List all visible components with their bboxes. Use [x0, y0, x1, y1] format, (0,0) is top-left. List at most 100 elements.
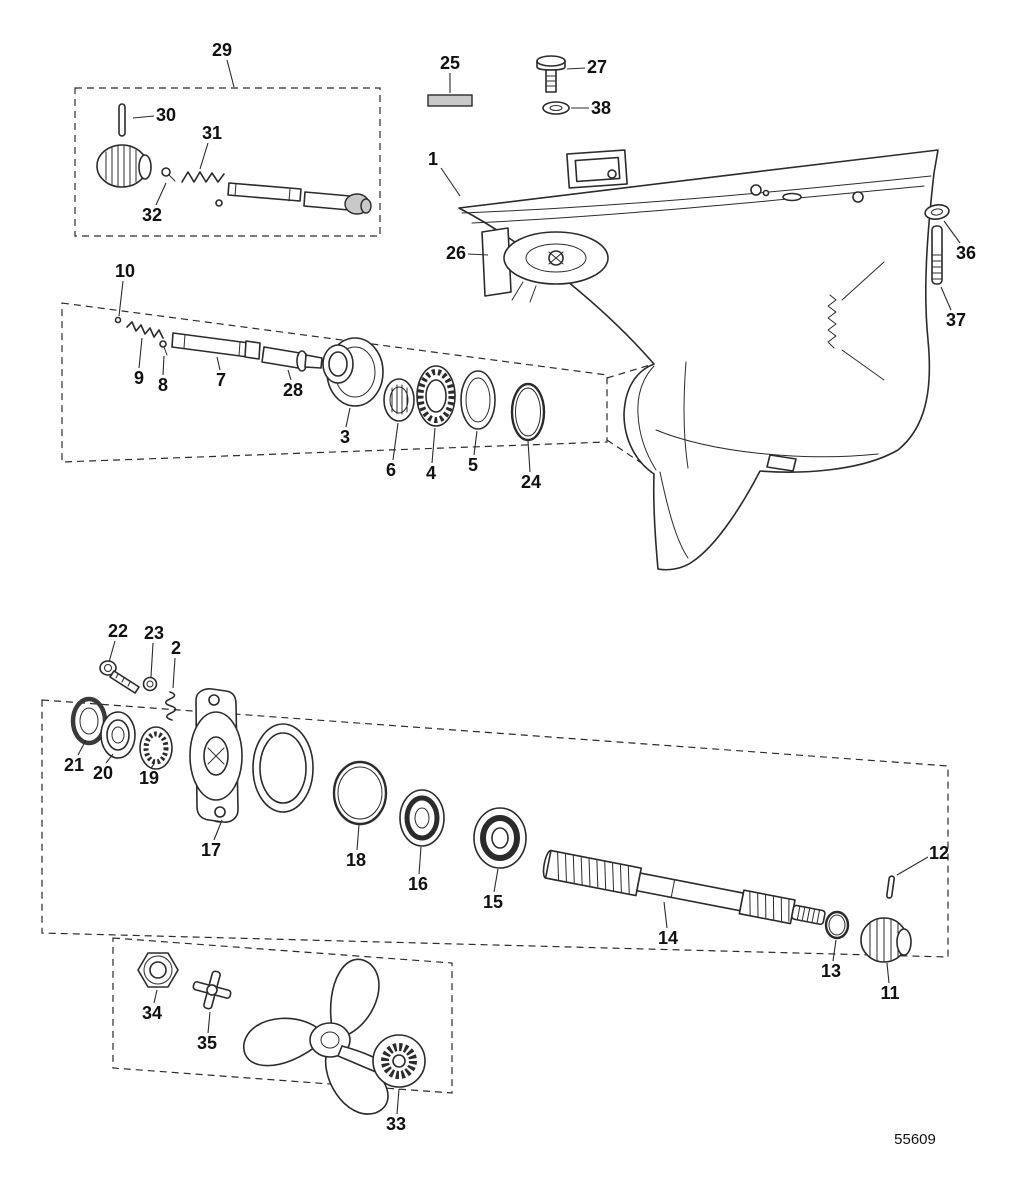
- callout-11: 11: [880, 983, 899, 1003]
- pin-10: [114, 316, 122, 324]
- callout-leader-33: [396, 1088, 400, 1115]
- callout-33: 33: [386, 1114, 406, 1134]
- callout-leader-29: [226, 59, 235, 88]
- screw-32: [161, 167, 171, 177]
- bolt-hole: [762, 189, 770, 197]
- group-box-link-upper: [606, 364, 651, 379]
- callout-37: 37: [946, 310, 966, 330]
- drive-cam-11: [860, 917, 912, 963]
- pin-30: [118, 103, 126, 137]
- oil-seal-21: [70, 696, 108, 746]
- callout-leader-24: [527, 440, 531, 473]
- propeller-shaft-14: [542, 849, 826, 926]
- callout-34: 34: [142, 1003, 162, 1023]
- callout-leader-28: [287, 369, 292, 381]
- pin-12: [886, 875, 895, 899]
- callout-leader-9: [138, 337, 143, 369]
- callout-21: 21: [64, 755, 84, 775]
- o-ring-18: [332, 760, 388, 826]
- bolt-hole: [607, 169, 617, 179]
- callout-12: 12: [929, 843, 949, 863]
- shim-25: [427, 94, 473, 107]
- callout-9: 9: [134, 368, 144, 388]
- callout-30: 30: [156, 105, 176, 125]
- callout-14: 14: [658, 928, 678, 948]
- shift-components-group-box: [74, 87, 381, 237]
- bolt-hole: [852, 191, 864, 203]
- propshaft-group-box: [41, 699, 949, 958]
- callout-22: 22: [108, 621, 128, 641]
- callout-25: 25: [440, 53, 460, 73]
- callout-23: 23: [144, 623, 164, 643]
- carrier-ear-hole: [214, 806, 226, 818]
- callout-16: 16: [408, 874, 428, 894]
- internal-spring-detail: [827, 294, 837, 349]
- drawing-number: 55609: [894, 1131, 936, 1148]
- shift-rod-7: [171, 332, 261, 360]
- callout-leader-37: [940, 286, 952, 311]
- callout-8: 8: [158, 375, 168, 395]
- callout-leader-20: [105, 753, 114, 764]
- gear-housing: [458, 149, 939, 571]
- callout-2: 2: [171, 638, 181, 658]
- callout-leader-36: [943, 220, 961, 244]
- callout-36: 36: [956, 243, 976, 263]
- callout-leader-27: [566, 67, 586, 70]
- needle-bearing-19: [139, 726, 173, 770]
- callout-leader-15: [493, 868, 499, 893]
- ball-bearing-16: [399, 789, 445, 847]
- callout-leader-8: [162, 355, 165, 376]
- carrier-ear-hole: [208, 694, 220, 706]
- callout-leader-5: [473, 430, 478, 456]
- tab-washer-35: [192, 970, 232, 1010]
- callout-leader-23: [150, 642, 154, 678]
- callout-leader-34: [153, 989, 158, 1004]
- callout-leader-2: [172, 657, 176, 689]
- thrust-bearing-15: [473, 807, 527, 869]
- callout-3: 3: [340, 427, 350, 447]
- callout-leader-16: [418, 846, 422, 875]
- spring-9: [126, 321, 164, 339]
- callout-18: 18: [346, 850, 366, 870]
- callout-leader-31: [199, 142, 209, 170]
- bolt-22: [99, 660, 140, 694]
- propeller-group-box: [112, 937, 453, 1094]
- shift-shaft: [215, 182, 372, 215]
- callout-leader-11: [886, 962, 890, 984]
- water-pump-base-plate: [481, 227, 609, 303]
- callout-13: 13: [821, 961, 841, 981]
- callout-leader-4: [431, 427, 436, 464]
- callout-leader-19: [150, 763, 155, 769]
- callout-19: 19: [139, 768, 159, 788]
- callout-leader-6: [392, 422, 399, 461]
- callout-leader-17: [213, 819, 223, 841]
- mounting-slot: [566, 149, 628, 189]
- callout-leader-21: [77, 739, 87, 756]
- bolt-27: [536, 55, 566, 93]
- needle-bearing-6: [383, 378, 415, 422]
- callout-24: 24: [521, 472, 541, 492]
- driveshaft-bearing-group-box: [61, 302, 608, 463]
- callout-20: 20: [93, 763, 113, 783]
- callout-5: 5: [468, 455, 478, 475]
- bearing-race-5: [460, 370, 496, 430]
- callout-10: 10: [115, 261, 135, 281]
- callout-28: 28: [283, 380, 303, 400]
- nose-rib: [683, 361, 689, 469]
- screw-8: [159, 340, 168, 356]
- spring-2: [164, 691, 177, 721]
- callout-17: 17: [201, 840, 221, 860]
- callout-6: 6: [386, 460, 396, 480]
- callout-leader-35: [207, 1011, 211, 1034]
- callout-leader-18: [356, 824, 360, 851]
- detail-line: [841, 261, 885, 301]
- callout-leader-3: [345, 407, 351, 428]
- callout-leader-7: [216, 356, 221, 371]
- prop-nut-34: [137, 952, 179, 988]
- skeg-line: [659, 471, 689, 559]
- callout-7: 7: [216, 370, 226, 390]
- callout-leader-32: [155, 182, 167, 206]
- spring-31: [181, 171, 225, 183]
